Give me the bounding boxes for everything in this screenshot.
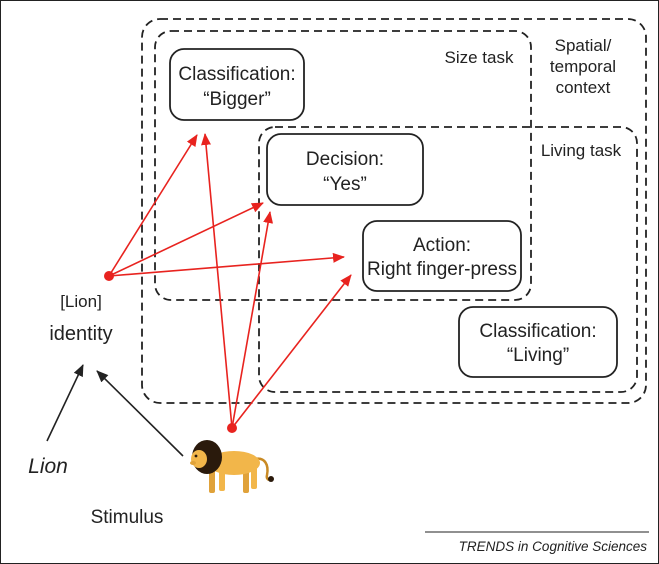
living-task-region [258, 126, 638, 393]
arrow-stimulus-to-action [231, 274, 352, 429]
arrow-identity-to-classification [108, 134, 198, 277]
size-task-region [154, 30, 532, 301]
credit-text: TRENDS in Cognitive Sciences [459, 539, 648, 554]
lion-icon [190, 440, 274, 493]
stimulus-arrows [201, 133, 352, 429]
classification-living-line2: “Living” [507, 345, 569, 366]
identity-label: identity [49, 323, 112, 345]
spatial-temporal-label-line2: temporal [550, 57, 616, 76]
classification-bigger-line1: Classification: [178, 64, 295, 85]
arrow-identity-to-action [108, 252, 345, 277]
arrow-stimulus-to-identity [96, 370, 184, 457]
identity-tag-label: [Lion] [60, 292, 102, 311]
classification-bigger-box [169, 48, 305, 121]
inputs-to-identity-arrows [46, 364, 184, 457]
living-task-label: Living task [541, 141, 622, 160]
decision-yes-line2: “Yes” [323, 174, 367, 195]
stimulus-label: Stimulus [91, 507, 164, 528]
stimulus-node [227, 423, 237, 433]
arrow-word-to-identity [46, 364, 84, 442]
classification-living-box [458, 306, 618, 378]
arrow-stimulus-to-classification [201, 133, 233, 429]
spatial-temporal-label-line3: context [556, 78, 611, 97]
arrow-stimulus-to-decision [231, 211, 274, 429]
classification-living-line1: Classification: [479, 321, 596, 342]
identity-node [104, 271, 114, 281]
classification-bigger-line2: “Bigger” [203, 89, 271, 110]
spatial-temporal-label-line1: Spatial/ [555, 36, 612, 55]
decision-yes-box [266, 133, 424, 206]
action-press-line1: Action: [413, 235, 471, 256]
word-label: Lion [28, 455, 68, 478]
action-press-box [362, 220, 522, 292]
size-task-label: Size task [445, 48, 514, 67]
decision-yes-line1: Decision: [306, 149, 384, 170]
arrow-identity-to-decision [108, 202, 264, 277]
action-press-line2: Right finger-press [367, 259, 517, 280]
spatial-temporal-context-region [141, 18, 647, 404]
identity-arrows [108, 134, 345, 277]
